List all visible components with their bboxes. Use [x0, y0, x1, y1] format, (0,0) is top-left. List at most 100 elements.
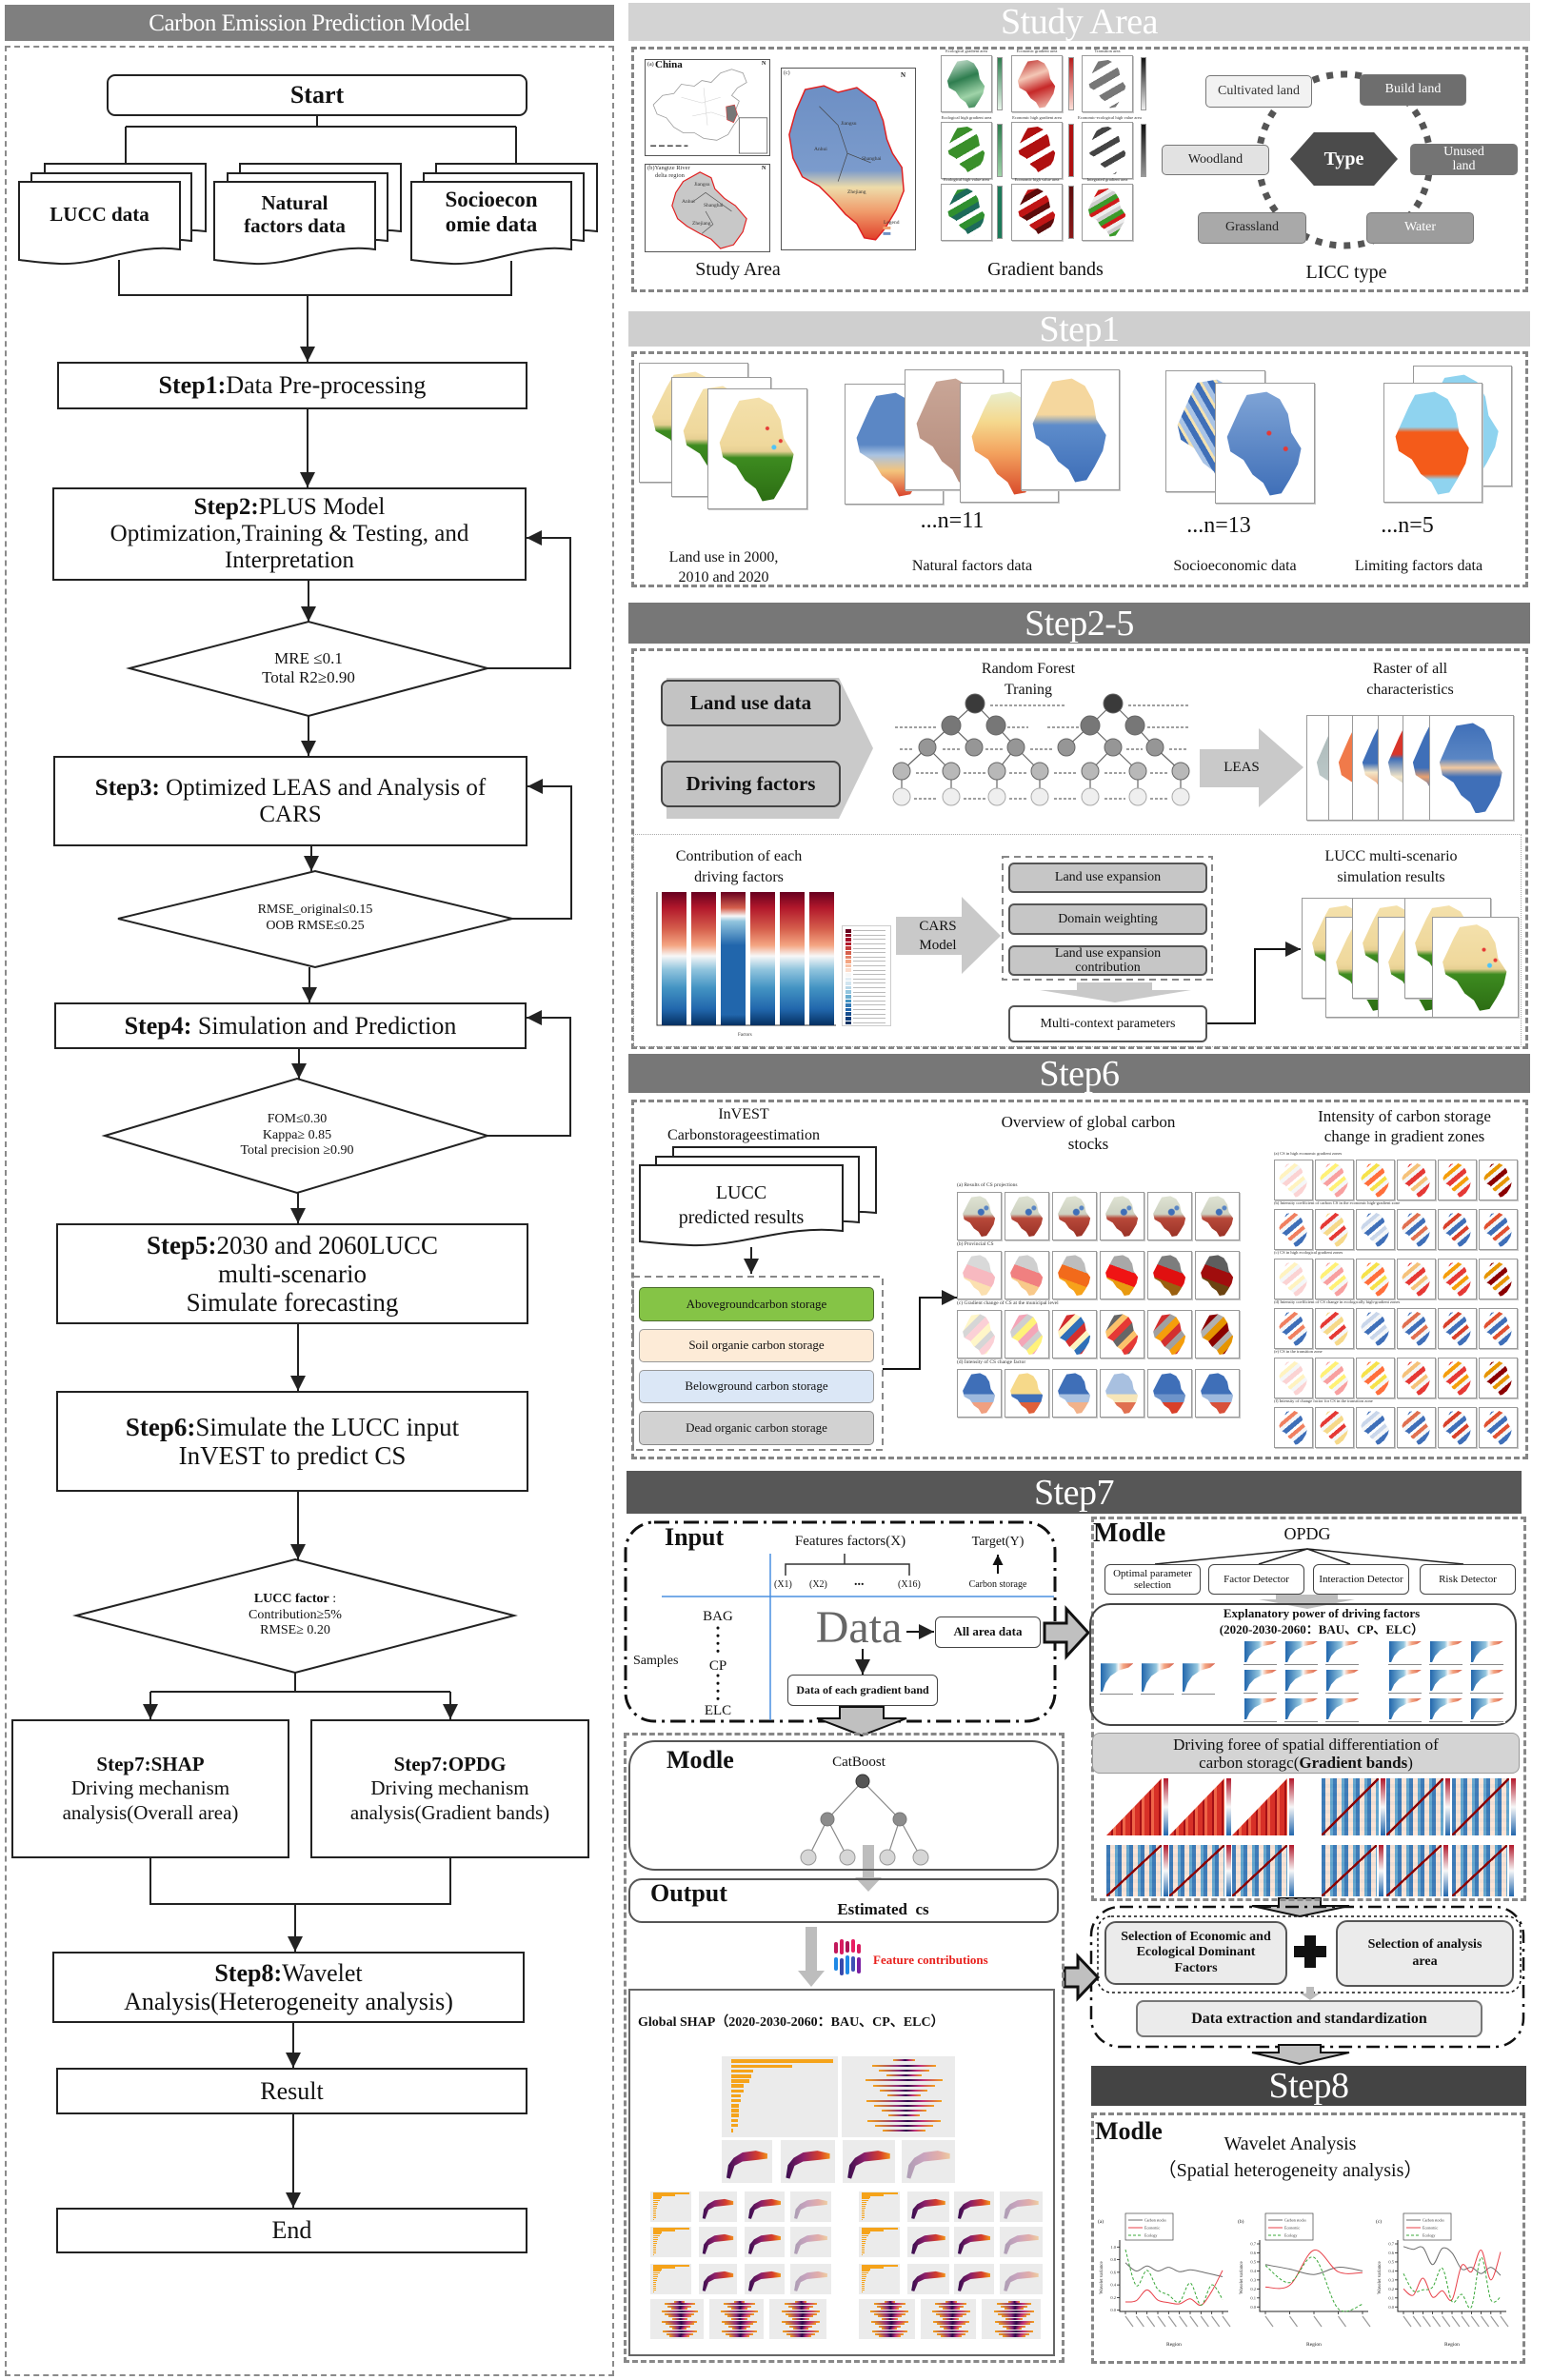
gradient-zone-map: [1397, 1259, 1436, 1299]
section-header-step8: Step8: [1091, 2066, 1526, 2106]
shap-swarm-row: [944, 2328, 959, 2330]
shap-swarm-row: [662, 2330, 697, 2332]
shap-bar: [653, 2235, 661, 2237]
explanatory-power-chart: [1282, 1639, 1320, 1666]
shap-bar: [862, 2203, 866, 2206]
gradient-zone-map: [1479, 1259, 1518, 1299]
step-line: Step5:2030 and 2060LUCC: [147, 1231, 438, 1259]
feature-item: (X1): [774, 1579, 792, 1590]
heatmap-cells: [1322, 1845, 1377, 1896]
correlation-heatmap: [1169, 1845, 1224, 1896]
shap-swarm-row: [661, 2311, 698, 2313]
region-shape: [1201, 1373, 1234, 1415]
land-type-grassland: Grassland: [1198, 212, 1306, 244]
x-tick-label: [1211, 2315, 1221, 2328]
icon-bar: [851, 1956, 855, 1972]
legend-entry-text: [853, 939, 885, 941]
shap-dependence-cloud: [847, 2151, 890, 2179]
step-text: Simulation and Prediction: [191, 1011, 457, 1040]
region-shape: [1483, 1212, 1512, 1247]
tree-leaf: [942, 787, 961, 806]
gradient-zone-map: [1356, 1308, 1395, 1349]
shap-bar: [862, 2283, 866, 2286]
tree-node: [1128, 762, 1147, 781]
carbon-stock-map: [1052, 1369, 1097, 1418]
shap-swarm-row: [1005, 2308, 1024, 2311]
flow-connectors: [118, 116, 572, 2208]
legend-swatch: [846, 990, 851, 994]
estimated-cs-label: Estimated cs: [837, 1900, 929, 1918]
input-lucc-data: LUCC data: [19, 182, 180, 247]
shap-swarm-row: [939, 2305, 964, 2308]
region-shape: [1320, 1162, 1348, 1198]
chart-axis: [1429, 1720, 1463, 1722]
title-line: Overview of global carbon: [1001, 1113, 1176, 1131]
gradient-colorbar: [1141, 57, 1146, 110]
shap-swarm-row: [792, 2317, 809, 2320]
label-line: CARS: [919, 919, 957, 934]
tree-node: [985, 715, 1006, 736]
chart-axes: [1397, 2240, 1506, 2312]
gradient-zone-map: [1274, 1259, 1313, 1299]
shap-bar: [653, 2281, 657, 2284]
shap-swarm-row: [892, 2059, 916, 2062]
carbon-stock-map: [1052, 1192, 1097, 1240]
shap-swarm-row: [792, 2328, 809, 2330]
region-shape: [946, 188, 985, 237]
explanatory-power-chart: [1097, 1661, 1135, 1696]
tree-edges: [807, 1780, 922, 1858]
label-line: Model: [919, 938, 957, 953]
shap-bar: [862, 2218, 864, 2220]
elevation-map-svg: [788, 85, 905, 241]
shap-bar: [653, 2211, 657, 2213]
limiting-factors-caption: Limiting factors data: [1354, 558, 1483, 574]
shap-swarm-row: [724, 2303, 755, 2306]
check4-split-connector: [150, 1673, 450, 1693]
shap-swarm-plot: [769, 2299, 826, 2339]
shap-swarm-row: [882, 2130, 926, 2132]
shap-bar: [862, 2274, 866, 2276]
shap-swarm-row: [994, 2320, 1034, 2323]
explanatory-bars: [1101, 1663, 1134, 1692]
shap-swarm-row: [881, 2110, 927, 2112]
land-type-unused: Unused land: [1410, 144, 1518, 175]
gradient-colorbar: [1068, 186, 1074, 239]
shap-bar: [653, 2275, 658, 2278]
heatmap-cells: [1452, 1845, 1507, 1896]
shap-bar: [653, 2230, 676, 2231]
shap-bar: [862, 2267, 885, 2269]
shap-dep-plot: [907, 2192, 949, 2222]
legend-label: Carbon stocks: [1284, 2218, 1306, 2223]
shap-dep-plot: [1000, 2264, 1043, 2294]
y-tick-label: 0.2: [1388, 2287, 1394, 2291]
carbon-stock-map: [1147, 1251, 1192, 1299]
province-lines: [681, 88, 728, 126]
map-yangtze-delta: [645, 164, 770, 252]
opdg-branch-lines: [1154, 1548, 1464, 1565]
gradient-band-map: [941, 55, 992, 112]
region-shape: [1443, 1311, 1471, 1346]
shap-bar: [730, 2089, 744, 2093]
step-line: Step8:Wavelet: [214, 1959, 362, 1987]
map-b-label: (b)Yangtze River: [647, 165, 690, 171]
explanatory-power-chart: [1179, 1661, 1217, 1696]
shap-bar: [653, 2248, 657, 2251]
chart-axis: [1141, 1694, 1175, 1696]
global-shap-panel: [628, 1989, 1055, 2356]
check3-diamond: [101, 1077, 491, 1195]
shap-dependence-cloud: [786, 2151, 830, 2179]
explanatory-bars: [1244, 1669, 1278, 1692]
natural-factor-map-card: [1021, 369, 1120, 490]
shap-swarm-row: [788, 2315, 813, 2318]
cars-domain-weighting: Domain weighting: [1008, 903, 1207, 935]
opdg-label: OPDG: [1283, 1524, 1331, 1543]
shap-bar: [862, 2265, 899, 2267]
doc-line: LUCC: [715, 1182, 767, 1203]
legend-label: Ecology: [1284, 2233, 1297, 2238]
shap-swarm-row: [943, 2317, 960, 2320]
region-shape: [1439, 723, 1502, 814]
legend-swatch: [846, 1003, 851, 1007]
carbon-stock-map: [957, 1369, 1002, 1418]
shap-swarm-row: [789, 2335, 812, 2338]
correlation-heatmap: [1322, 1845, 1377, 1896]
